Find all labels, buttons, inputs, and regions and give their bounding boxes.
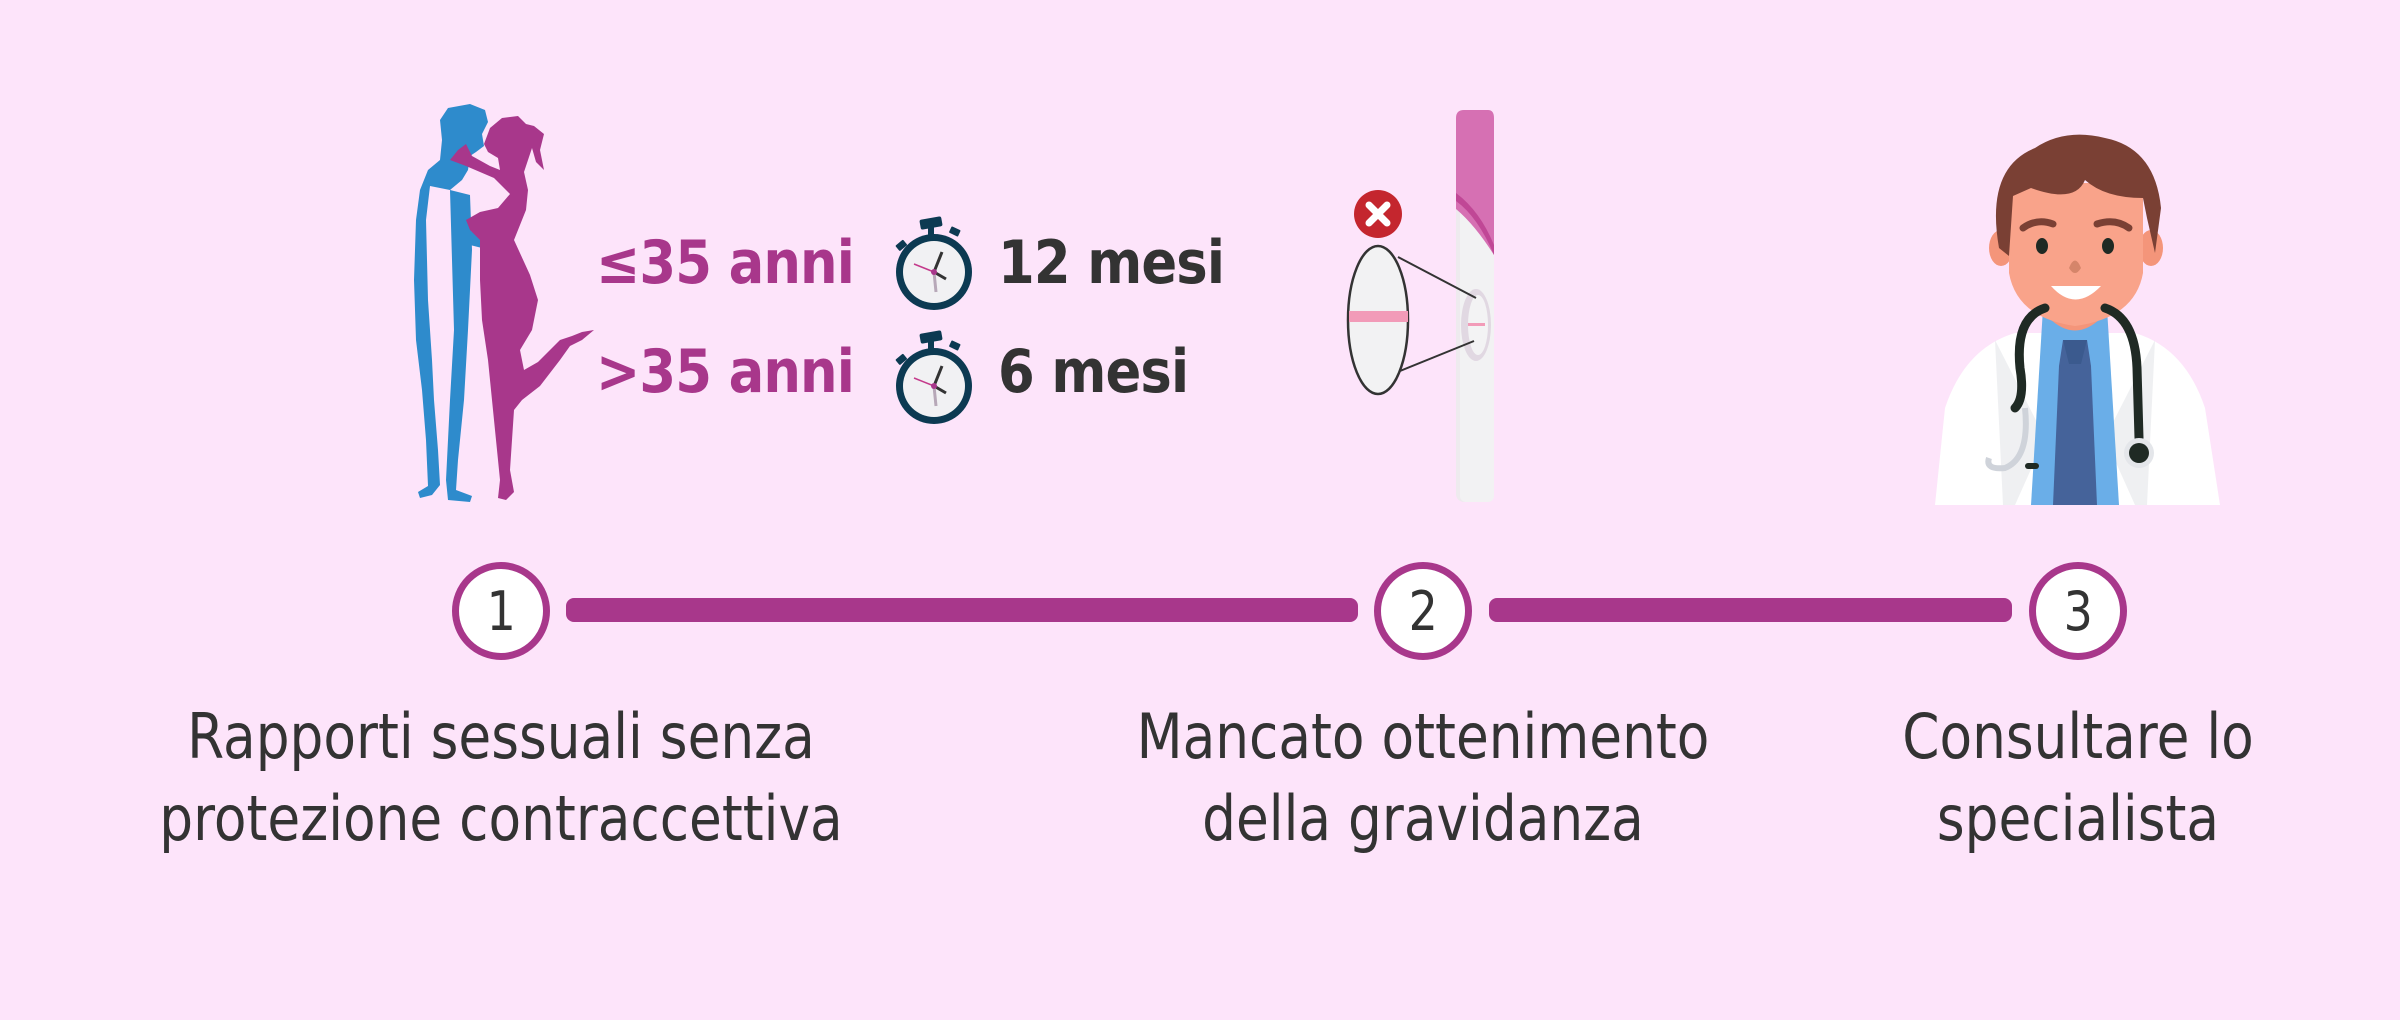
step-2-caption-line-2: della gravidanza — [1202, 782, 1644, 855]
condition-duration-2: 6 mesi — [998, 337, 1189, 407]
stopwatch-icon — [895, 216, 972, 310]
doctor-icon — [1935, 134, 2220, 505]
step-3-marker: 3 — [2029, 562, 2127, 660]
condition-age-1: ≤35 anni — [596, 228, 855, 298]
negative-pregnancy-test-icon — [1346, 110, 1494, 502]
step-3-caption-line-2: specialista — [1936, 782, 2220, 855]
step-3-caption-line-1: Consultare lo — [1902, 700, 2254, 773]
step-2-caption: Mancato ottenimento della gravidanza — [1023, 696, 1823, 860]
step-1-marker: 1 — [452, 562, 550, 660]
step-1-caption-line-1: Rapporti sessuali senza — [187, 700, 815, 773]
condition-age-2: >35 anni — [596, 337, 855, 407]
condition-duration-1: 12 mesi — [998, 228, 1225, 298]
couple-kissing-icon — [414, 104, 594, 502]
step-3-number: 3 — [2063, 579, 2093, 643]
stopwatch-icon — [895, 330, 972, 424]
step-3-caption: Consultare lo specialista — [1778, 696, 2378, 860]
step-1-number: 1 — [486, 579, 516, 643]
step-2-number: 2 — [1408, 579, 1438, 643]
timeline-connector-1-2 — [566, 598, 1358, 622]
step-2-marker: 2 — [1374, 562, 1472, 660]
timeline-connector-2-3 — [1489, 598, 2012, 622]
step-2-caption-line-1: Mancato ottenimento — [1136, 700, 1710, 773]
step-1-caption-line-2: protezione contraccettiva — [159, 782, 843, 855]
step-1-caption: Rapporti sessuali senza protezione contr… — [101, 696, 901, 860]
